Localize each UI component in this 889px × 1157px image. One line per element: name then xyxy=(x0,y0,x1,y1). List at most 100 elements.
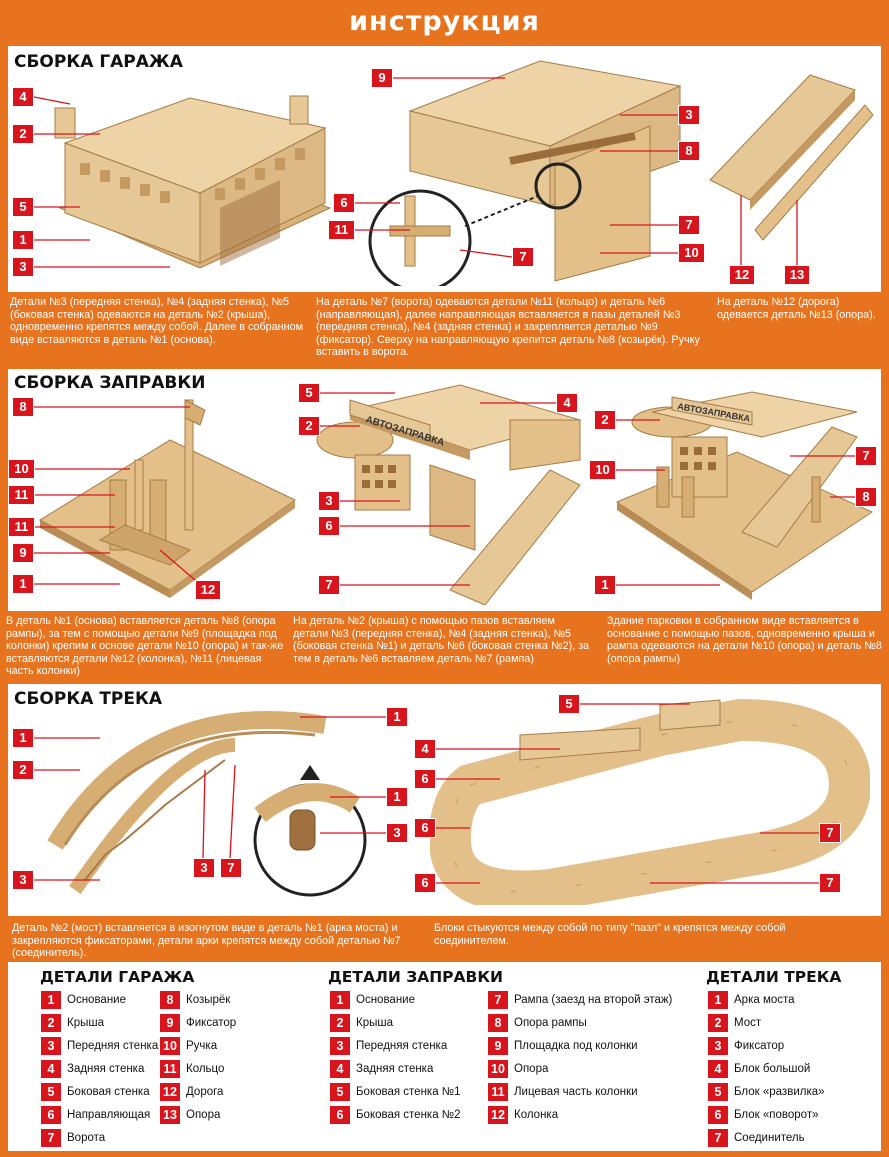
garage-illustration xyxy=(54,95,332,269)
legend-item-label: Боковая стенка №1 xyxy=(356,1086,461,1098)
legend-item-number: 2 xyxy=(330,1014,350,1032)
legend-item-track: 1 Арка моста xyxy=(708,990,795,1010)
callout-badge: 10 xyxy=(8,459,35,479)
legend-item-number: 7 xyxy=(41,1129,61,1147)
legend-item-label: Соединитель xyxy=(734,1132,805,1144)
legend-item-number: 1 xyxy=(708,991,728,1009)
legend-item-number: 11 xyxy=(488,1083,508,1101)
callout-badge: 3 xyxy=(386,823,408,843)
callout-badge: 8 xyxy=(12,397,34,417)
callout-badge: 6 xyxy=(414,873,436,893)
legend-item-number: 1 xyxy=(41,991,61,1009)
legend-item-label: Задняя стенка xyxy=(356,1063,434,1075)
station-building-illustration: АВТОЗАПРАВКА xyxy=(316,384,582,605)
legend-item-label: Крыша xyxy=(67,1017,104,1029)
legend-item-label: Боковая стенка №2 xyxy=(356,1109,461,1121)
station-base-illustration xyxy=(38,399,296,598)
legend-item-number: 3 xyxy=(708,1037,728,1055)
callout-badge: 1 xyxy=(386,707,408,727)
legend-item-number: 6 xyxy=(708,1106,728,1124)
legend-item-number: 6 xyxy=(330,1106,350,1124)
legend-item-number: 4 xyxy=(708,1060,728,1078)
legend-item-station: 1 Основание xyxy=(330,990,415,1010)
legend-item-number: 10 xyxy=(160,1037,180,1055)
bridge-illustration xyxy=(47,711,367,897)
legend-item-label: Фиксатор xyxy=(186,1017,237,1029)
callout-badge: 10 xyxy=(589,460,616,480)
callout-badge: 6 xyxy=(318,516,340,536)
legend-item-label: Опора рампы xyxy=(514,1017,587,1029)
parts-legend: ДЕТАЛИ ГАРАЖА ДЕТАЛИ ЗАПРАВКИ ДЕТАЛИ ТРЕ… xyxy=(8,962,881,1151)
legend-item-garage: 2 Крыша xyxy=(41,1013,104,1033)
callout-badge: 7 xyxy=(220,858,242,878)
legend-item-garage: 1 Основание xyxy=(41,990,126,1010)
legend-item-number: 9 xyxy=(160,1014,180,1032)
legend-item-label: Боковая стенка xyxy=(67,1086,150,1098)
legend-item-label: Рампа (заезд на второй этаж) xyxy=(514,994,673,1006)
track-desc-2: Блоки стыкуются между собой по типу "паз… xyxy=(434,922,786,947)
legend-item-label: Кольцо xyxy=(186,1063,225,1075)
legend-item-number: 13 xyxy=(160,1106,180,1124)
legend-item-label: Передняя стенка xyxy=(67,1040,159,1052)
callout-badge: 9 xyxy=(371,68,393,88)
callout-badge: 5 xyxy=(12,197,34,217)
callout-badge: 9 xyxy=(12,543,34,563)
legend-item-label: Блок «развилка» xyxy=(734,1086,825,1098)
callout-badge: 8 xyxy=(855,487,877,507)
legend-item-label: Основание xyxy=(67,994,126,1006)
legend-item-station: 6 Боковая стенка №2 xyxy=(330,1105,461,1125)
legend-item-number: 3 xyxy=(41,1037,61,1055)
station-section-title: СБОРКА ЗАПРАВКИ xyxy=(14,373,206,393)
legend-item-number: 2 xyxy=(41,1014,61,1032)
legend-track-title: ДЕТАЛИ ТРЕКА xyxy=(706,968,842,986)
callout-badge: 7 xyxy=(819,823,841,843)
legend-item-garage: 7 Ворота xyxy=(41,1128,105,1148)
legend-item-label: Крыша xyxy=(356,1017,393,1029)
callout-badge: 7 xyxy=(318,575,340,595)
track-illustration xyxy=(430,698,870,905)
garage-gate-illustration xyxy=(368,60,682,286)
callout-badge: 13 xyxy=(784,265,810,285)
callout-badge: 6 xyxy=(414,769,436,789)
legend-item-number: 3 xyxy=(330,1037,350,1055)
legend-item-label: Ворота xyxy=(67,1132,106,1144)
callout-badge: 2 xyxy=(12,124,34,144)
callout-badge: 1 xyxy=(12,728,34,748)
legend-item-station: 7 Рампа (заезд на второй этаж) xyxy=(488,990,672,1010)
callout-badge: 1 xyxy=(12,230,34,250)
callout-badge: 7 xyxy=(512,247,534,267)
legend-item-label: Задняя стенка xyxy=(67,1063,145,1075)
legend-item-number: 12 xyxy=(488,1106,508,1124)
legend-item-label: Колонка xyxy=(514,1109,559,1121)
legend-item-station: 5 Боковая стенка №1 xyxy=(330,1082,461,1102)
legend-item-number: 8 xyxy=(160,991,180,1009)
callout-badge: 10 xyxy=(678,243,705,263)
callout-badge: 11 xyxy=(8,517,35,537)
legend-item-station: 12 Колонка xyxy=(488,1105,558,1125)
station-desc-2: На деталь №2 (крыша) с помощью пазов вст… xyxy=(293,615,590,665)
callout-badge: 8 xyxy=(678,141,700,161)
callout-badge: 3 xyxy=(12,257,34,277)
legend-item-number: 5 xyxy=(330,1083,350,1101)
legend-item-label: Направляющая xyxy=(67,1109,151,1121)
callout-badge: 3 xyxy=(678,105,700,125)
legend-item-label: Арка моста xyxy=(734,994,795,1006)
legend-item-label: Фиксатор xyxy=(734,1040,785,1052)
callout-badge: 6 xyxy=(333,193,355,213)
callout-badge: 4 xyxy=(556,393,578,413)
legend-item-number: 9 xyxy=(488,1037,508,1055)
legend-item-number: 1 xyxy=(330,991,350,1009)
legend-item-label: Основание xyxy=(356,994,415,1006)
legend-item-number: 7 xyxy=(488,991,508,1009)
callout-badge: 12 xyxy=(195,580,221,600)
